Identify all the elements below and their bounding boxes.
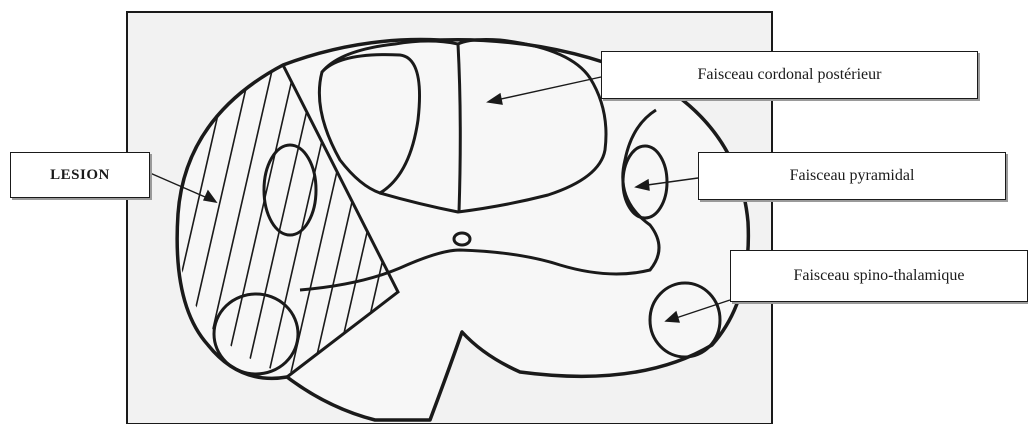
cordonal-label-box: Faisceau cordonal postérieur: [601, 51, 978, 99]
cordonal-posterior-label: Faisceau cordonal postérieur: [698, 66, 882, 84]
spinothalamic-label-box: Faisceau spino-thalamique: [730, 250, 1028, 302]
pyramidal-label: Faisceau pyramidal: [790, 167, 915, 185]
lesion-label-box: LESION: [10, 152, 150, 198]
lesion-label: LESION: [50, 167, 110, 184]
pyramidal-label-box: Faisceau pyramidal: [698, 152, 1006, 200]
spinothalamic-label: Faisceau spino-thalamique: [793, 267, 964, 285]
